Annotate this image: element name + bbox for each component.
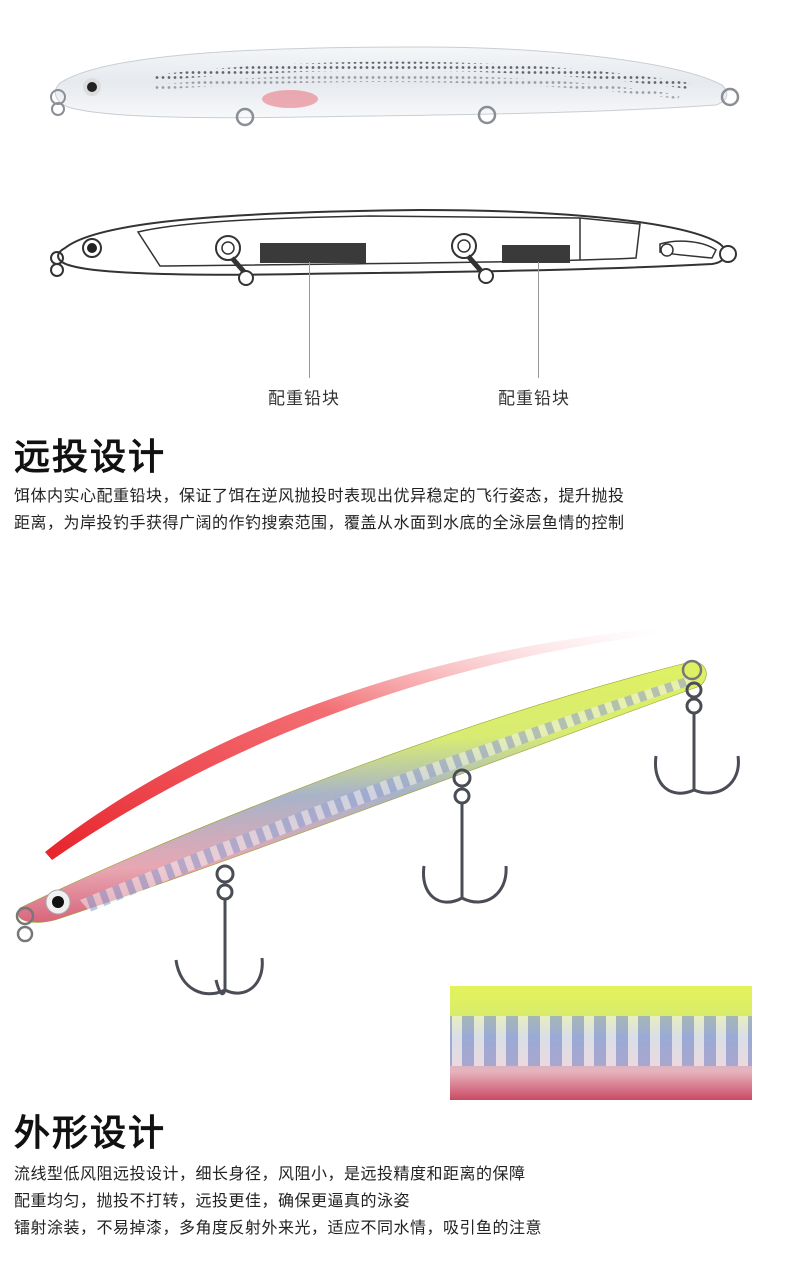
lure-outline-diagram (50, 208, 737, 286)
treble-hook-rear (654, 681, 740, 795)
body-line: 镭射涂装，不易掉漆，多角度反射外来光，适应不同水情，吸引鱼的注意 (14, 1218, 543, 1237)
painted-lure-image (15, 628, 752, 1100)
section-title-shape-design: 外形设计 (14, 1112, 167, 1154)
treble-hook-middle (422, 768, 508, 904)
closeup-inset (450, 986, 752, 1100)
section-title-long-cast: 远投设计 (14, 436, 167, 478)
body-line: 饵体内实心配重铅块，保证了饵在逆风抛投时表现出优异稳定的飞行姿态，提升抛投 (14, 486, 625, 505)
body-line: 配重均匀，抛投不打转，远投更佳，确保更逼真的泳姿 (14, 1191, 411, 1210)
weight-label-left: 配重铅块 (268, 389, 340, 409)
leader-line-right (538, 262, 539, 378)
weight-label-right: 配重铅块 (498, 389, 570, 409)
clear-lure-image (50, 46, 740, 127)
leader-line-left (309, 262, 310, 378)
body-line: 流线型低风阻远投设计，细长身径，风阻小，是远投精度和距离的保障 (14, 1164, 526, 1183)
body-line: 距离，为岸投钓手获得广阔的作钓搜索范围，覆盖从水面到水底的全泳层鱼情的控制 (14, 513, 625, 532)
treble-hook-front (174, 864, 264, 996)
section-body-long-cast: 饵体内实心配重铅块，保证了饵在逆风抛投时表现出优异稳定的飞行姿态，提升抛投 距离… (14, 482, 625, 536)
section-body-shape-design: 流线型低风阻远投设计，细长身径，风阻小，是远投精度和距离的保障 配重均匀，抛投不… (14, 1160, 542, 1241)
